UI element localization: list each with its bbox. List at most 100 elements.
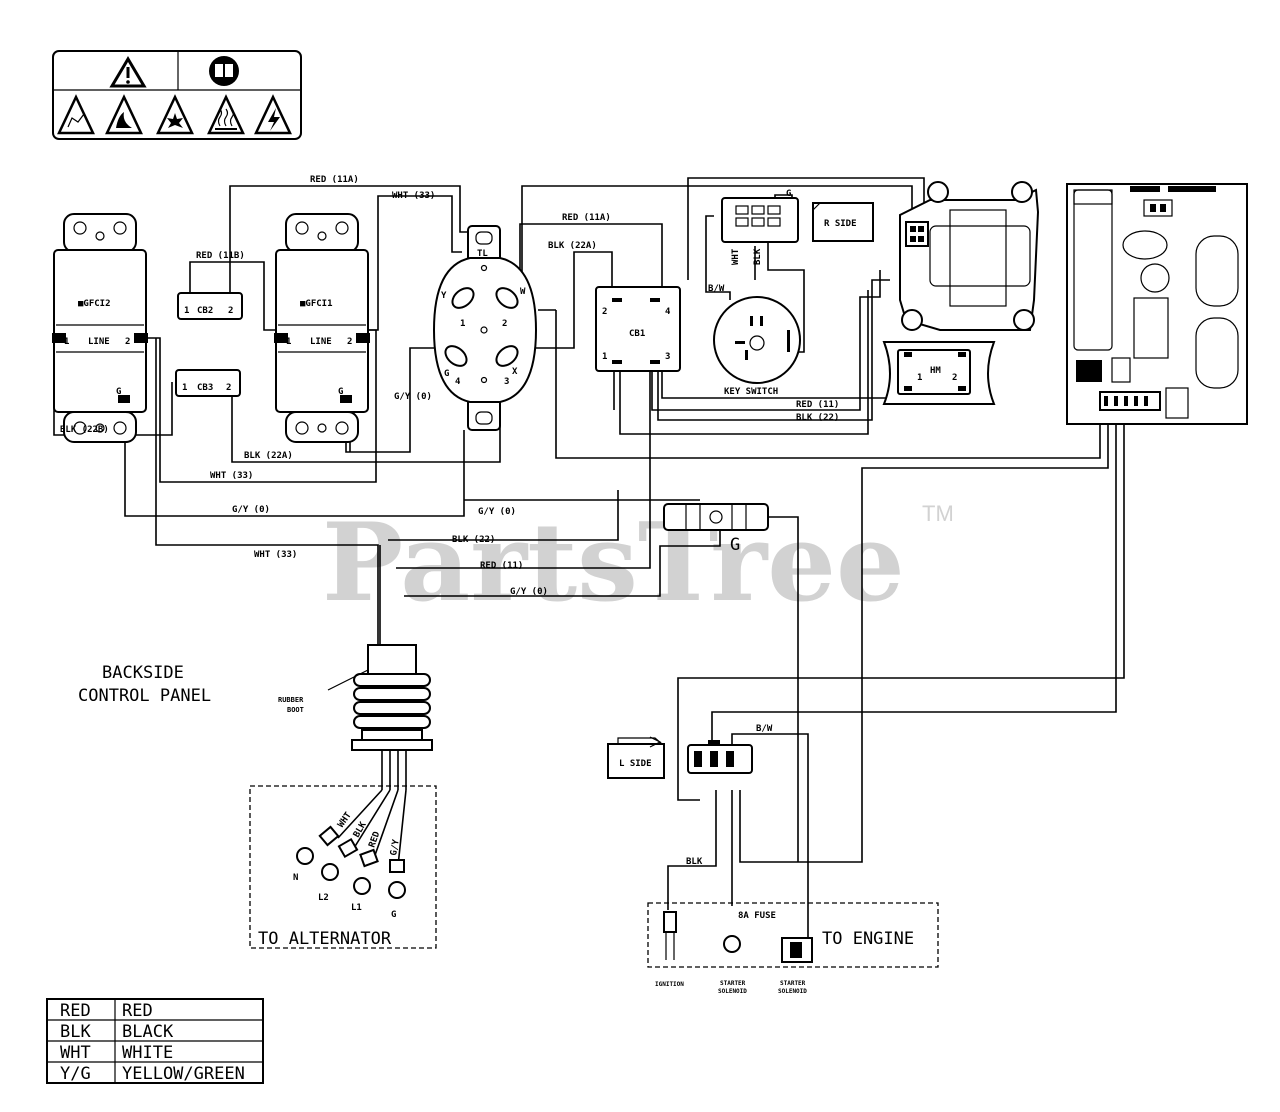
- key-switch-label: KEY SWITCH: [724, 387, 778, 397]
- wire-wht-33-mid: WHT (33): [210, 471, 253, 481]
- ground-bar: G: [663, 503, 769, 555]
- legend-color-yg: YELLOW/GREEN: [122, 1064, 245, 1084]
- wire-gy-0-ground: G/Y (0): [478, 507, 516, 517]
- cb1-pin4: 4: [665, 307, 671, 317]
- watermark-tm: TM: [922, 501, 954, 526]
- gfci1-pin2: 2: [347, 337, 352, 347]
- cb3-pin1: 1: [182, 383, 187, 393]
- terminal-n: N: [293, 873, 298, 883]
- receptacle-pin1: 1: [460, 319, 465, 329]
- key-switch-bw: B/W: [708, 284, 725, 294]
- warning-triangle-icon: [109, 56, 147, 88]
- hour-meter: 1 HM 2: [882, 341, 996, 405]
- ba-fuse-label: 8A FUSE: [738, 911, 776, 921]
- cb2-pin1: 1: [184, 306, 189, 316]
- gfci2-pin2: 2: [125, 337, 130, 347]
- to-alternator-label: TO ALTERNATOR: [258, 929, 392, 949]
- hour-meter-pin2: 2: [952, 373, 957, 383]
- cb3-pin2: 2: [226, 383, 231, 393]
- gfci2-ground: G: [116, 387, 121, 397]
- receptacle-g: G: [444, 369, 449, 379]
- to-engine-label: TO ENGINE: [822, 929, 914, 949]
- wire-labels: RED (11A) WHT (33) RED (11B) RED (11A) B…: [60, 175, 839, 867]
- cb2-pin2: 2: [228, 306, 233, 316]
- cb3-breaker: 1 CB3 2: [175, 369, 241, 397]
- legend-color-blk: BLACK: [122, 1022, 174, 1042]
- r-side-label: R SIDE: [824, 219, 857, 229]
- terminal-l1: L1: [351, 903, 362, 913]
- rubber-boot-label-1: RUBBER: [278, 696, 304, 704]
- cb1-pin2: 2: [602, 307, 607, 317]
- wire-red-11b: RED (11B): [196, 251, 245, 261]
- r-side-tag: R SIDE: [812, 202, 874, 242]
- watermark: PartsTree: [322, 500, 905, 626]
- wire-wht-33-low: WHT (33): [254, 550, 297, 560]
- manual-book-icon: [209, 56, 239, 86]
- receptacle-y: Y: [441, 291, 447, 301]
- gfci1-pin1: 1: [286, 337, 291, 347]
- key-switch: G WHT BLK B/W KEY SWITCH: [708, 189, 801, 397]
- asphyxiation-icon: [57, 94, 95, 135]
- cb1-pin3: 3: [665, 352, 670, 362]
- wire-gy-0-harness: G/Y (0): [510, 587, 548, 597]
- cb2-name: CB2: [197, 306, 213, 316]
- legend-code-yg: Y/G: [60, 1064, 91, 1084]
- wire-wht-33-top: WHT (33): [392, 191, 435, 201]
- electric-shock-icon: [254, 94, 292, 135]
- lead-red: RED: [367, 830, 382, 849]
- wire-blk-22a: BLK (22A): [244, 451, 293, 461]
- starter2-label-2: SOLENOID: [778, 988, 807, 995]
- wire-blk-22-hm: BLK (22): [796, 413, 839, 423]
- receptacle-w: W: [520, 287, 526, 297]
- legend-code-wht: WHT: [60, 1043, 91, 1063]
- fire-icon: [105, 94, 143, 135]
- receptacle-pin4: 4: [455, 377, 461, 387]
- hour-meter-label: HM: [930, 366, 941, 376]
- lead-gy: G/Y: [389, 838, 402, 856]
- rubber-boot: RUBBER BOOT: [278, 644, 433, 790]
- key-switch-blk: BLK: [753, 248, 763, 265]
- color-legend: RED RED BLK BLACK WHT WHITE Y/G YELLOW/G…: [46, 998, 264, 1084]
- legend-color-wht: WHITE: [122, 1043, 173, 1063]
- backside-label-2: CONTROL PANEL: [78, 686, 211, 706]
- starter2-label-1: STARTER: [780, 980, 806, 987]
- warning-label: [52, 50, 302, 140]
- starter1-label-2: SOLENOID: [718, 988, 747, 995]
- starter1-label-1: STARTER: [720, 980, 746, 987]
- legend-color-red: RED: [122, 1001, 153, 1021]
- hour-meter-pin1: 1: [917, 373, 922, 383]
- receptacle-pin3: 3: [504, 377, 509, 387]
- ignition-label: IGNITION: [655, 981, 684, 988]
- wire-blk-22-harness: BLK (22): [452, 535, 495, 545]
- cb3-name: CB3: [197, 383, 213, 393]
- hot-surface-icon: [207, 94, 245, 135]
- engine-connector: [687, 740, 753, 774]
- wire-red-11-harness: RED (11): [480, 561, 523, 571]
- wire-blk-22a-cb1: BLK (22A): [548, 241, 597, 251]
- cb1-name: CB1: [629, 329, 645, 339]
- wire-gy-0-receptacle: G/Y (0): [394, 392, 432, 402]
- idle-control-module: [899, 181, 1040, 331]
- lead-wht: WHT: [336, 810, 354, 830]
- ground-label: G: [730, 535, 740, 555]
- wire-red-11a-top: RED (11A): [310, 175, 359, 185]
- explosion-icon: [156, 94, 194, 135]
- gfci1-ground: G: [338, 387, 343, 397]
- l-side-tag: L SIDE: [607, 736, 665, 779]
- circuit-board: [1066, 183, 1248, 425]
- backside-label-1: BACKSIDE: [102, 663, 184, 683]
- legend-code-blk: BLK: [60, 1022, 91, 1042]
- gfci1-name: ■GFCI1: [300, 299, 333, 309]
- key-switch-g: G: [786, 189, 791, 199]
- gfci2-name: ■GFCI2: [78, 299, 111, 309]
- terminal-l2: L2: [318, 893, 329, 903]
- gfci1-receptacle: ■GFCI1 LINE 1 2 G: [274, 213, 370, 443]
- l-side-label: L SIDE: [619, 759, 652, 769]
- lead-blk: BLK: [352, 820, 369, 840]
- gfci1-line: LINE: [310, 337, 332, 347]
- alternator-section: WHT BLK RED G/Y N L2 L1 G TO ALTERNATOR: [249, 785, 437, 949]
- cb2-breaker: 1 CB2 2: [177, 292, 243, 320]
- wire-bw-engine: B/W: [756, 724, 773, 734]
- wire-gy-0-mid: G/Y (0): [232, 505, 270, 515]
